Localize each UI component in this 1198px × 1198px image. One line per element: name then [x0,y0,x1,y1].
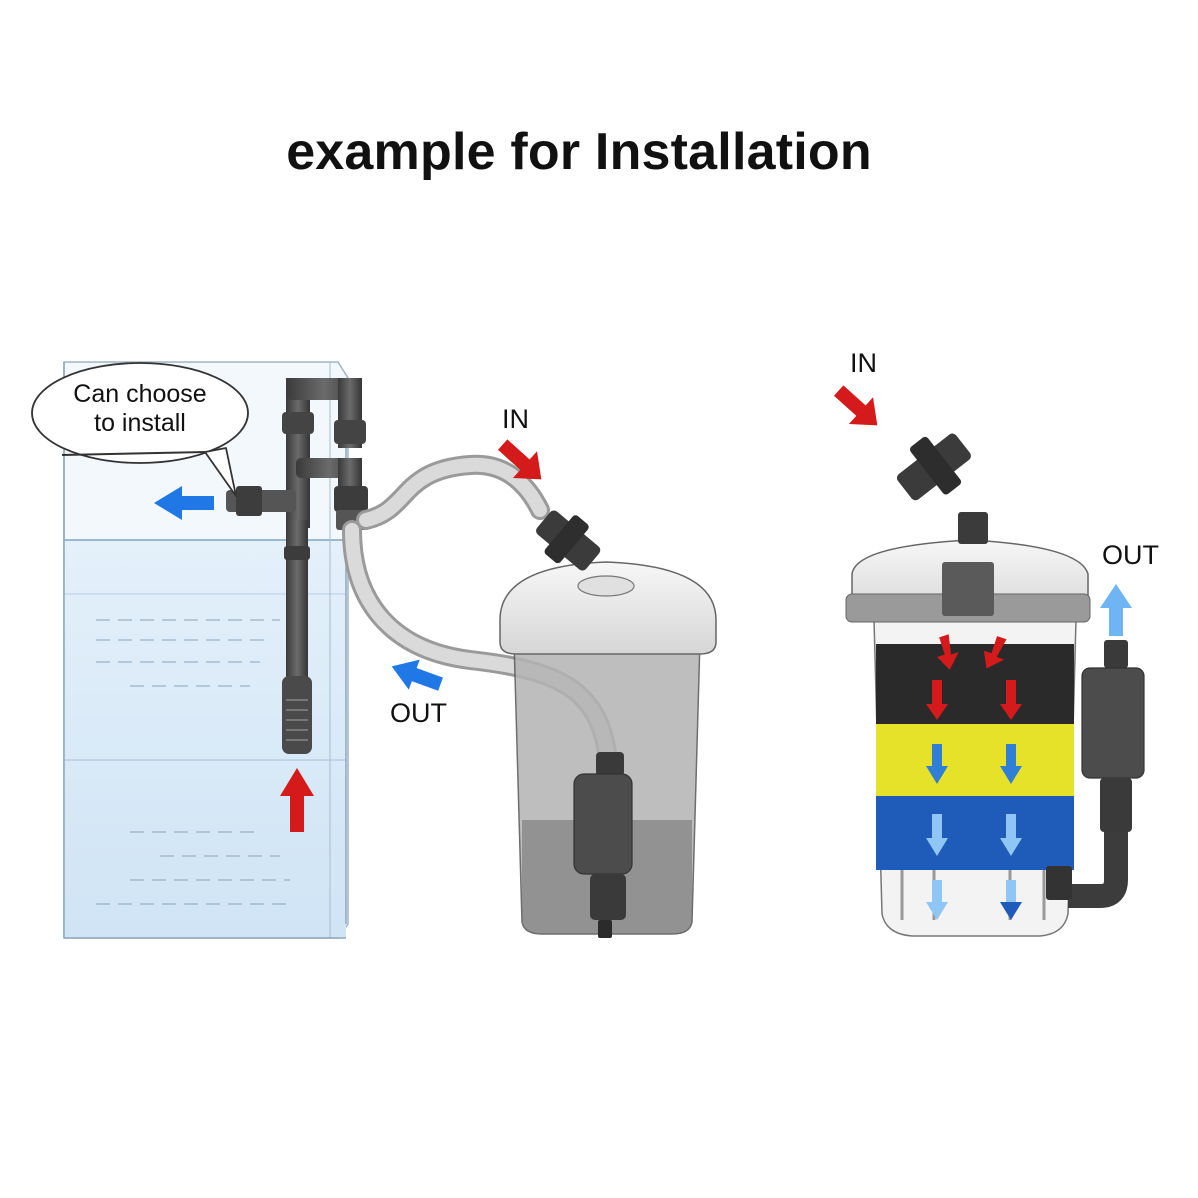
arrow-in-right [833,385,878,426]
arrow-out-right [1100,584,1132,636]
callout-bubble [31,362,249,497]
page-title: example for Installation [286,123,872,181]
callout-text: Can choose to install [42,380,238,438]
label-out-left: OUT [390,698,447,728]
arrow-tank-outflow [154,486,214,520]
label-in-left: IN [502,404,529,434]
internal-blue-arrows [926,744,1022,920]
media-layer-blue [876,796,1074,870]
callout-line-1: Can choose [73,380,207,408]
label-out-right: OUT [1102,540,1159,570]
arrow-out-left [391,659,443,691]
media-layer-yellow [876,724,1074,796]
flow-arrows [154,385,1132,920]
label-in-right: IN [850,348,877,378]
canister-filter-right [845,433,1145,937]
arrow-intake-up [280,768,314,832]
arrow-in-left [497,439,542,480]
media-layer-black [876,644,1074,724]
water-texture [96,619,290,905]
callout-line-2: to install [94,409,186,437]
internal-red-arrows [926,634,1022,720]
canister-filter-left [499,510,717,938]
